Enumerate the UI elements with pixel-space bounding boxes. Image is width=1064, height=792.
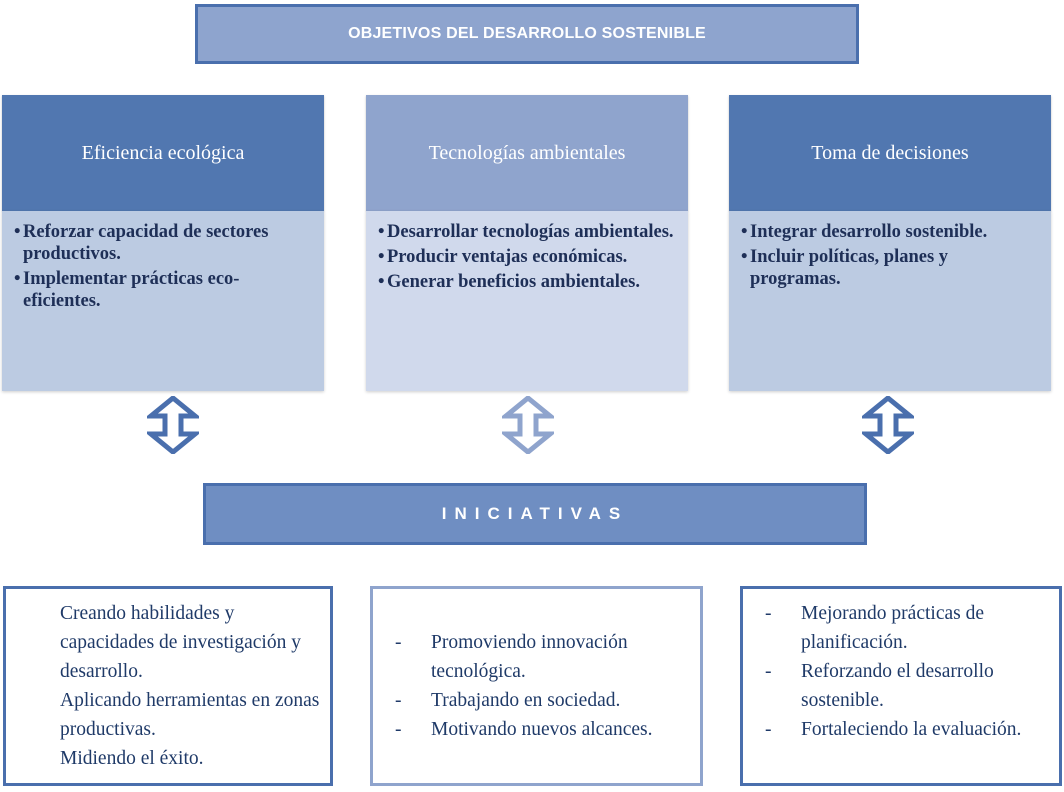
objective-body: • Integrar desarrollo sostenible. • Incl… — [729, 211, 1051, 391]
initiative-item: - Trabajando en sociedad. — [395, 686, 690, 715]
objective-column-eficiencia: Eficiencia ecológica • Reforzar capacida… — [2, 95, 324, 391]
dash-icon: - — [765, 719, 772, 740]
bullet-icon: • — [14, 269, 21, 289]
initiative-item: - Fortaleciendo la evaluación. — [765, 715, 1049, 744]
initiatives-banner: INICIATIVAS — [203, 483, 867, 545]
dash-icon: - — [765, 661, 772, 682]
initiative-box-2: - Promoviendo innovación tecnológica. - … — [370, 586, 703, 786]
bidirectional-arrow-icon — [862, 396, 914, 454]
initiative-box-1: Creando habilidades y capacidades de inv… — [3, 586, 333, 786]
initiative-item-text: Fortaleciendo la evaluación. — [801, 719, 1022, 740]
bullet-icon: • — [378, 247, 385, 267]
objective-item-text: Implementar prácticas eco-eficientes. — [23, 269, 240, 311]
objective-heading: Tecnologías ambientales — [366, 95, 688, 211]
bullet-icon: • — [378, 272, 385, 292]
objective-item-text: Reforzar capacidad de sectores productiv… — [23, 222, 269, 264]
initiative-item: - Reforzando el desarrollo sostenible. — [765, 657, 1049, 715]
initiative-item: - Mejorando prácticas de planificación. — [765, 599, 1049, 657]
objective-item: • Generar beneficios ambientales. — [378, 271, 678, 293]
initiative-item: Creando habilidades y capacidades de inv… — [60, 603, 301, 682]
initiative-item-text: Reforzando el desarrollo sostenible. — [801, 661, 994, 711]
initiative-item-text: Motivando nuevos alcances. — [431, 719, 653, 740]
dash-icon: - — [395, 690, 402, 711]
objective-item: • Integrar desarrollo sostenible. — [741, 221, 1041, 243]
bidirectional-arrow-icon — [147, 396, 199, 454]
initiative-item: Midiendo el éxito. — [60, 748, 204, 769]
objective-item-text: Incluir políticas, planes y programas. — [750, 247, 949, 289]
initiative-item-text: Mejorando prácticas de planificación. — [801, 603, 985, 653]
diagram-title: OBJETIVOS DEL DESARROLLO SOSTENIBLE — [195, 4, 859, 64]
objective-column-toma-decisiones: Toma de decisiones • Integrar desarrollo… — [729, 95, 1051, 391]
objective-item: • Incluir políticas, planes y programas. — [741, 246, 1041, 290]
dash-icon: - — [395, 719, 402, 740]
objective-heading: Toma de decisiones — [729, 95, 1051, 211]
initiative-box-3: - Mejorando prácticas de planificación. … — [740, 586, 1062, 786]
objective-item: • Producir ventajas económicas. — [378, 246, 678, 268]
bullet-icon: • — [741, 247, 748, 267]
initiative-item-text: Promoviendo innovación tecnológica. — [431, 632, 628, 682]
objective-item: • Reforzar capacidad de sectores product… — [14, 221, 314, 265]
initiative-item-text: Trabajando en sociedad. — [431, 690, 621, 711]
objective-body: • Reforzar capacidad de sectores product… — [2, 211, 324, 391]
bidirectional-arrow-icon — [502, 396, 554, 454]
objective-item-text: Desarrollar tecnologías ambientales. — [387, 222, 674, 242]
objective-heading: Eficiencia ecológica — [2, 95, 324, 211]
initiative-item: Aplicando herramientas en zonas producti… — [60, 690, 320, 740]
bullet-icon: • — [741, 222, 748, 242]
bullet-icon: • — [378, 222, 385, 242]
objective-item: • Implementar prácticas eco-eficientes. — [14, 268, 314, 312]
initiative-item: - Motivando nuevos alcances. — [395, 715, 690, 744]
objective-item-text: Producir ventajas económicas. — [387, 247, 628, 267]
objective-column-tecnologias: Tecnologías ambientales • Desarrollar te… — [366, 95, 688, 391]
objective-body: • Desarrollar tecnologías ambientales. •… — [366, 211, 688, 391]
dash-icon: - — [395, 632, 402, 653]
bullet-icon: • — [14, 222, 21, 242]
objective-item: • Desarrollar tecnologías ambientales. — [378, 221, 678, 243]
objective-item-text: Integrar desarrollo sostenible. — [750, 222, 988, 242]
objective-item-text: Generar beneficios ambientales. — [387, 272, 640, 292]
initiative-item: - Promoviendo innovación tecnológica. — [395, 628, 690, 686]
dash-icon: - — [765, 603, 772, 624]
